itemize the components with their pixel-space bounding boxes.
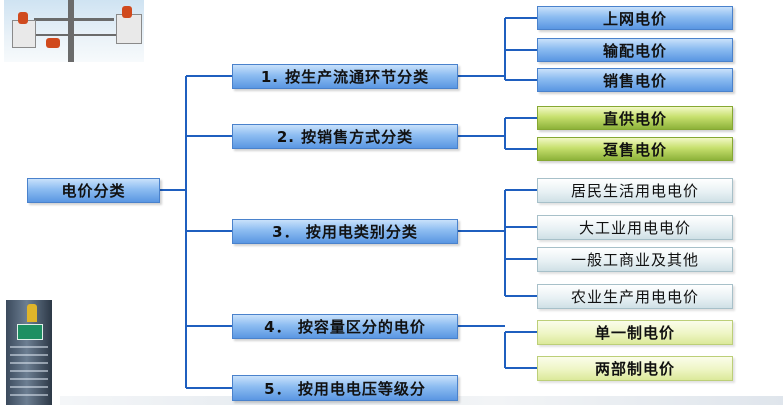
category-2-by-sales-method: 2. 按销售方式分类 xyxy=(232,124,458,149)
leaf-two-part-price: 两部制电价 xyxy=(537,356,733,381)
leaf-label: 一般工商业及其他 xyxy=(570,251,699,269)
leaf-on-grid-price: 上网电价 xyxy=(537,6,733,30)
category-4-by-capacity: 4． 按容量区分的电价 xyxy=(232,314,458,339)
category-label: 4． 按容量区分的电价 xyxy=(264,318,426,336)
category-label: 3． 按用电类别分类 xyxy=(272,223,418,241)
leaf-label: 农业生产用电电价 xyxy=(570,288,699,306)
leaf-wholesale-price: 趸售电价 xyxy=(537,137,733,161)
leaf-agricultural-price: 农业生产用电电价 xyxy=(537,284,733,309)
leaf-label: 单一制电价 xyxy=(594,324,675,342)
root-node-label: 电价分类 xyxy=(61,182,126,200)
leaf-label: 居民生活用电电价 xyxy=(570,182,699,200)
leaf-label: 直供电价 xyxy=(602,109,667,128)
leaf-transmission-distribution-price: 输配电价 xyxy=(537,38,733,62)
leaf-label: 大工业用电电价 xyxy=(578,219,691,237)
leaf-residential-price: 居民生活用电电价 xyxy=(537,178,733,203)
leaf-label: 趸售电价 xyxy=(602,140,667,159)
leaf-label: 销售电价 xyxy=(602,71,667,90)
leaf-single-part-price: 单一制电价 xyxy=(537,320,733,345)
leaf-label: 两部制电价 xyxy=(594,360,675,378)
office-building-photo xyxy=(6,300,52,405)
category-label: 2. 按销售方式分类 xyxy=(276,128,414,146)
category-3-by-usage-type: 3． 按用电类别分类 xyxy=(232,219,458,244)
category-1-by-production-circulation: 1. 按生产流通环节分类 xyxy=(232,64,458,89)
leaf-general-commercial-price: 一般工商业及其他 xyxy=(537,247,733,272)
leaf-sales-price: 销售电价 xyxy=(537,68,733,92)
category-5-by-voltage-level: 5． 按用电电压等级分 xyxy=(232,375,458,401)
category-label: 5． 按用电电压等级分 xyxy=(264,379,426,398)
leaf-label: 上网电价 xyxy=(602,9,667,28)
leaf-label: 输配电价 xyxy=(602,41,667,60)
category-label: 1. 按生产流通环节分类 xyxy=(260,68,430,86)
leaf-large-industry-price: 大工业用电电价 xyxy=(537,215,733,240)
root-node-electricity-price-classification: 电价分类 xyxy=(27,178,160,203)
leaf-direct-supply-price: 直供电价 xyxy=(537,106,733,130)
power-line-workers-photo xyxy=(4,0,144,62)
